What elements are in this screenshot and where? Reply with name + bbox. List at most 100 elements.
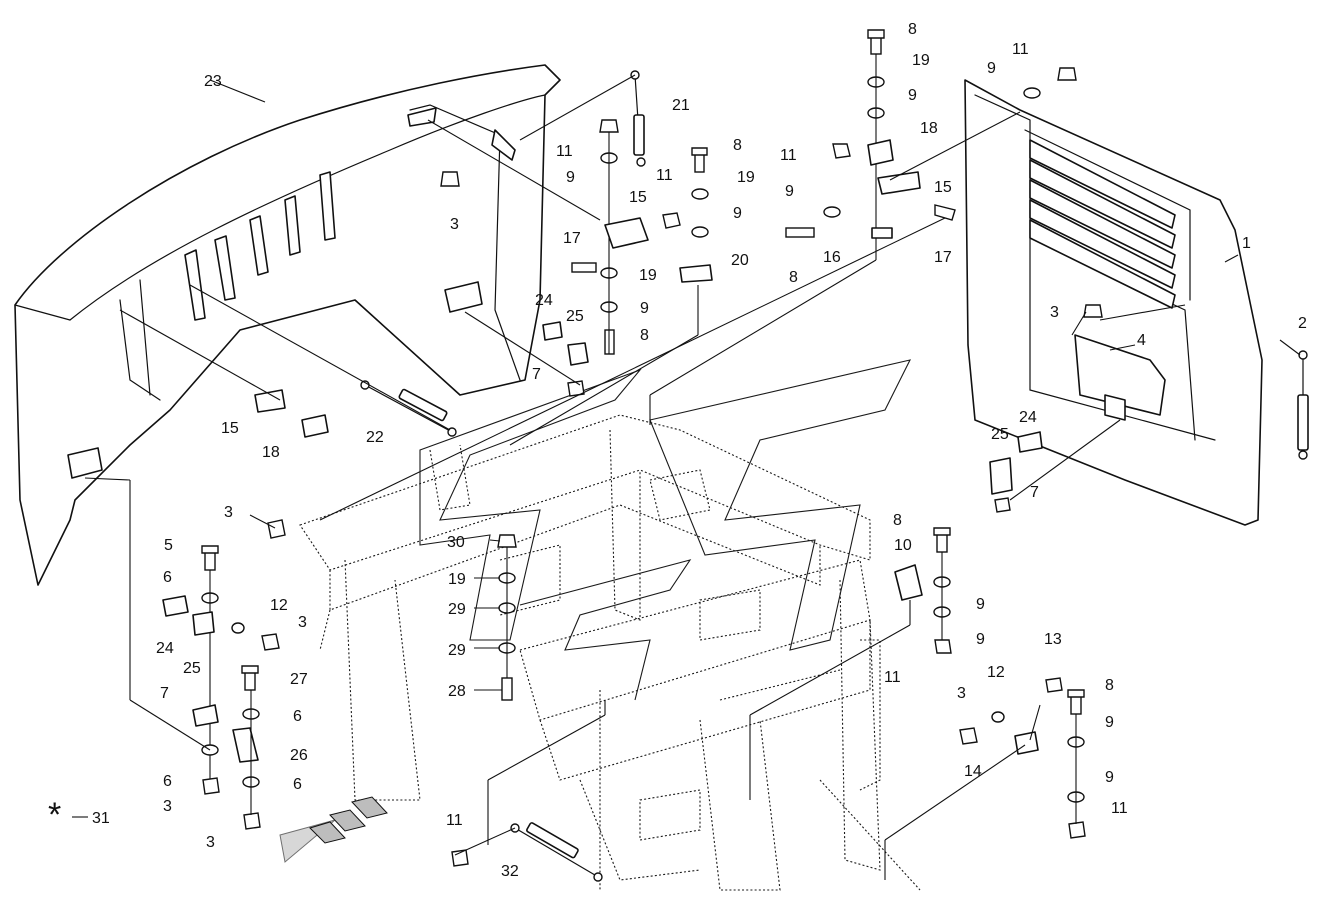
callout-8b: 8 xyxy=(640,327,649,344)
callout-10: 10 xyxy=(894,537,912,554)
hardware-stack-right-panel xyxy=(989,67,1103,513)
callout-9b: 9 xyxy=(733,205,742,222)
leader-lines xyxy=(84,74,1186,880)
callout-11b: 11 xyxy=(656,167,673,184)
callout-2: 2 xyxy=(1298,315,1307,332)
callout-3g: 3 xyxy=(957,685,966,702)
callout-27: 27 xyxy=(290,671,308,688)
side-panel-part-1 xyxy=(964,79,1263,526)
callout-3c: 3 xyxy=(1050,304,1059,321)
callout-26: 26 xyxy=(290,747,308,764)
callout-17: 17 xyxy=(563,230,581,247)
callout-19b: 19 xyxy=(639,267,657,284)
callout-15: 15 xyxy=(629,189,647,206)
callout-21: 21 xyxy=(672,97,690,114)
callout-12: 12 xyxy=(270,597,288,614)
callout-29: 29 xyxy=(448,601,466,618)
callout-9d: 9 xyxy=(908,87,917,104)
callout-19c: 19 xyxy=(912,52,930,69)
callout-9f: 9 xyxy=(987,60,996,77)
callout-1: 1 xyxy=(1242,235,1251,252)
callout-29b: 29 xyxy=(448,642,466,659)
direction-arrow xyxy=(279,796,388,863)
callout-7b: 7 xyxy=(1030,484,1039,501)
callout-11: 11 xyxy=(556,143,573,160)
callout-24: 24 xyxy=(535,292,553,309)
callout-11c: 11 xyxy=(780,147,797,164)
legend-asterisk: * xyxy=(48,796,88,834)
callout-6: 6 xyxy=(163,569,172,586)
louvres xyxy=(1029,139,1176,309)
asterisk-symbol: * xyxy=(48,796,61,834)
hood-part-23 xyxy=(14,64,561,586)
hardware-stack-top-right xyxy=(785,29,956,260)
callout-28: 28 xyxy=(448,683,466,700)
callout-23: 23 xyxy=(204,73,222,90)
callout-25b: 25 xyxy=(991,426,1009,443)
callout-8d: 8 xyxy=(789,269,798,286)
hardware-stack-center xyxy=(571,119,713,355)
callout-11f: 11 xyxy=(884,669,901,686)
callout-3b: 3 xyxy=(224,504,233,521)
callout-11e: 11 xyxy=(446,812,463,829)
callout-8: 8 xyxy=(733,137,742,154)
callout-15c: 15 xyxy=(934,179,952,196)
gas-strut-21 xyxy=(630,70,646,167)
arrow-outlines xyxy=(419,359,912,701)
callout-13: 13 xyxy=(1044,631,1062,648)
callout-9g: 9 xyxy=(976,596,985,613)
callout-24c: 24 xyxy=(156,640,174,657)
callout-12b: 12 xyxy=(987,664,1005,681)
callout-30: 30 xyxy=(447,534,465,551)
callout-6b: 6 xyxy=(293,708,302,725)
callout-7: 7 xyxy=(532,366,541,383)
callout-8e: 8 xyxy=(893,512,902,529)
callout-11g: 11 xyxy=(1111,800,1128,817)
callout-9c: 9 xyxy=(640,300,649,317)
callout-16: 16 xyxy=(823,249,841,266)
callout-6c: 6 xyxy=(163,773,172,790)
callout-5: 5 xyxy=(164,537,173,554)
gas-strut-2 xyxy=(1297,350,1309,460)
callout-19d: 19 xyxy=(448,571,466,588)
callout-3f: 3 xyxy=(206,834,215,851)
callout-17b: 17 xyxy=(934,249,952,266)
callout-32: 32 xyxy=(501,863,519,880)
callout-18: 18 xyxy=(262,444,280,461)
callout-8c: 8 xyxy=(908,21,917,38)
callout-labels: 23 3 21 11 9 15 11 8 19 9 17 19 20 9 8 2… xyxy=(92,21,1307,880)
callout-25c: 25 xyxy=(183,660,201,677)
callout-3d: 3 xyxy=(298,614,307,631)
callout-22: 22 xyxy=(366,429,384,446)
callout-ticks xyxy=(474,254,1301,691)
hardware-stack-8-19-9 xyxy=(691,147,709,238)
callout-31: 31 xyxy=(92,810,110,827)
callout-18b: 18 xyxy=(920,120,938,137)
callout-3e: 3 xyxy=(163,798,172,815)
callout-14: 14 xyxy=(964,763,982,780)
callout-25: 25 xyxy=(566,308,584,325)
hardware-center-bottom xyxy=(497,534,517,701)
hardware-right-bottom xyxy=(451,527,1086,867)
callout-3: 3 xyxy=(450,216,459,233)
chassis-frame xyxy=(299,414,921,891)
callout-9j: 9 xyxy=(1105,769,1114,786)
callout-9i: 9 xyxy=(1105,714,1114,731)
callout-24b: 24 xyxy=(1019,409,1037,426)
gas-strut-32 xyxy=(510,822,603,882)
callout-20: 20 xyxy=(731,252,749,269)
callout-11d: 11 xyxy=(1012,41,1029,58)
callout-15b: 15 xyxy=(221,420,239,437)
hood-hardware xyxy=(254,171,589,438)
callout-6d: 6 xyxy=(293,776,302,793)
callout-9e: 9 xyxy=(785,183,794,200)
callout-4: 4 xyxy=(1137,332,1146,349)
callout-9h: 9 xyxy=(976,631,985,648)
callout-8f: 8 xyxy=(1105,677,1114,694)
callout-7c: 7 xyxy=(160,685,169,702)
callout-19: 19 xyxy=(737,169,755,186)
hardware-bottom-left xyxy=(162,519,286,830)
gas-strut-22 xyxy=(360,380,457,437)
callout-9: 9 xyxy=(566,169,575,186)
